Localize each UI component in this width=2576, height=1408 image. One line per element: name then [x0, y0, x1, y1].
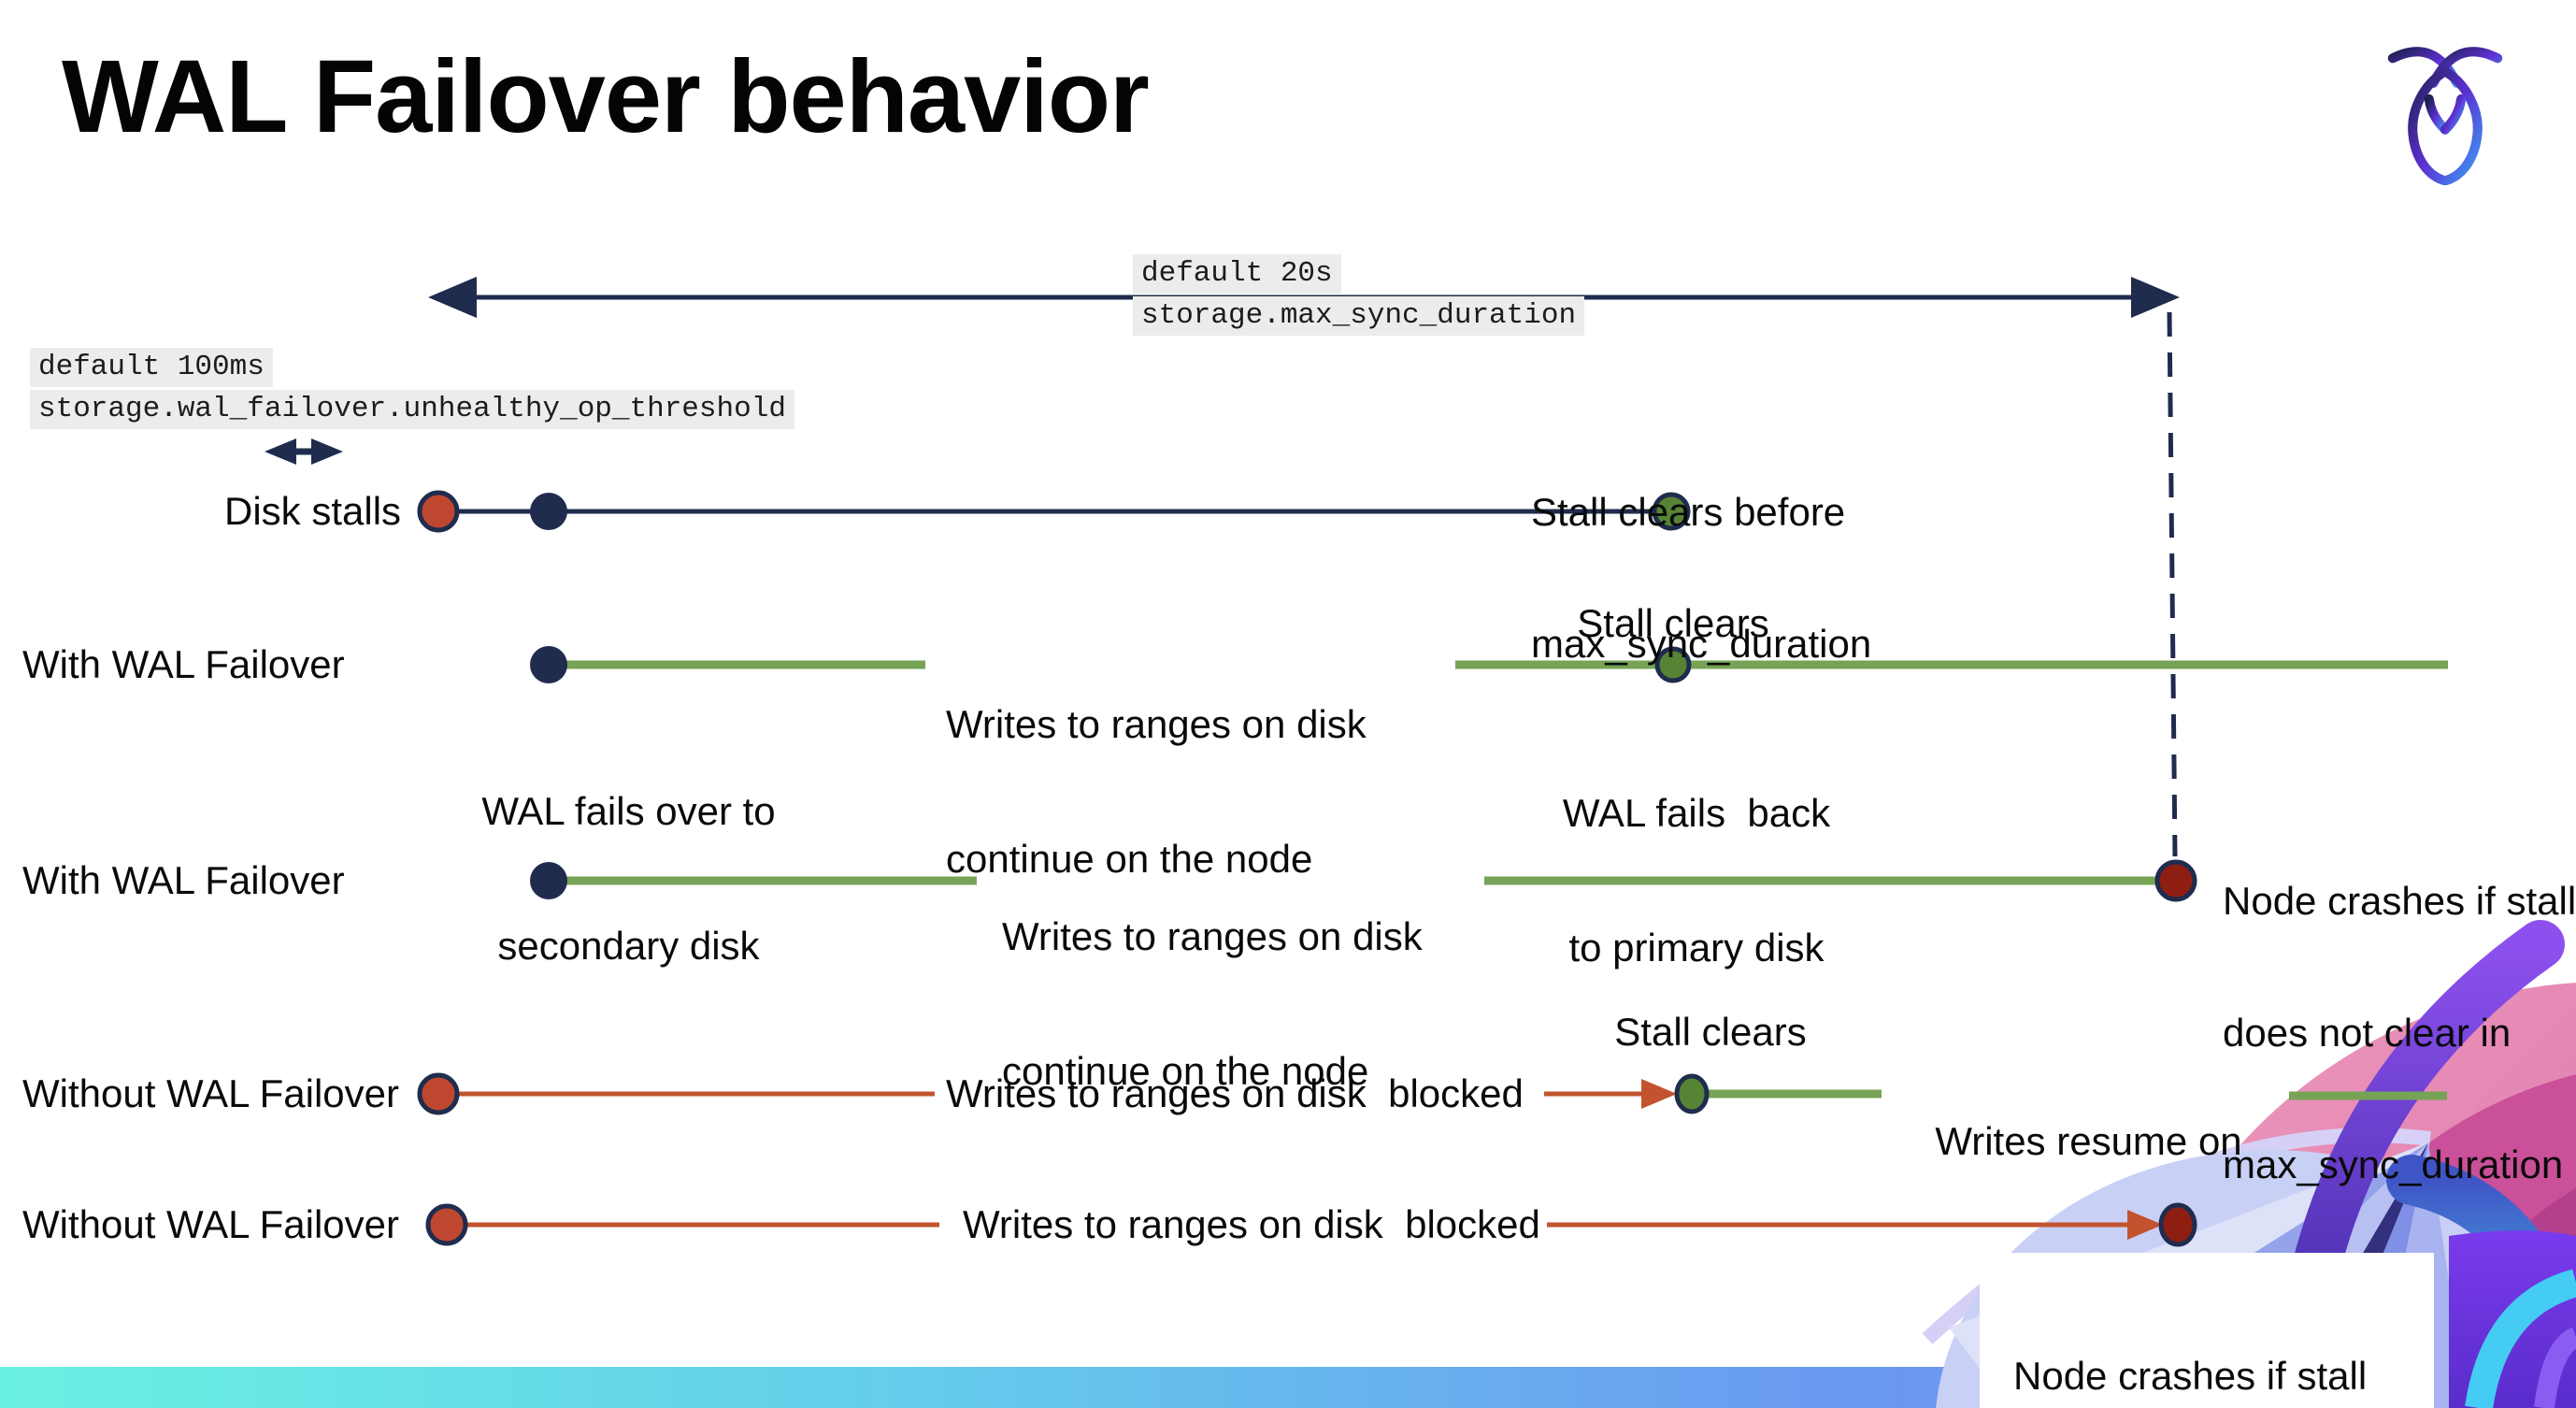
max-sync-duration-annotation: default 20s storage.max_sync_duration	[1133, 254, 1585, 338]
cockroachdb-logo-icon	[2387, 47, 2503, 185]
without2-writes-blocked-note: Writes to ranges on disk blocked	[963, 1202, 1540, 1246]
disk-stalls-timeline	[417, 490, 1691, 533]
op-threshold-setting-name: storage.wal_failover.unhealthy_op_thresh…	[30, 390, 794, 429]
stall-clears-before-note: Stall clears before max_sync_duration	[1531, 490, 1872, 666]
unhealthy-op-threshold-annotation: default 100ms storage.wal_failover.unhea…	[30, 348, 794, 432]
without1-stall-clears-note: Stall clears	[1614, 1010, 1807, 1054]
without1-writes-blocked-note: Writes to ranges on disk blocked	[946, 1071, 1524, 1115]
page-title: WAL Failover behavior	[62, 39, 1150, 154]
max-sync-default-label: default 20s	[1133, 254, 1341, 294]
wal1-failover-note: WAL fails over to secondary disk	[481, 789, 776, 968]
unhealthy-op-threshold-arrow	[265, 438, 343, 465]
row-label-without-wal-1: Without WAL Failover	[22, 1071, 399, 1115]
without-wal-failover-2-timeline	[425, 1202, 2197, 1247]
with-wal-failover-2-timeline	[530, 859, 2197, 902]
wal1-stall-clears-note: Stall clears	[1577, 601, 1769, 645]
max-sync-dashed-line	[2167, 311, 2178, 857]
with-wal-failover-1-timeline	[530, 646, 2448, 683]
wal2-writes-continue-note: Writes to ranges on disk continue on the…	[1002, 914, 1423, 1093]
op-threshold-default-label: default 100ms	[30, 348, 273, 387]
wal1-writes-continue-note: Writes to ranges on disk continue on the…	[946, 702, 1367, 881]
row-label-with-wal-1: With WAL Failover	[22, 642, 345, 686]
wal2-node-crash-note: Node crashes if stall does not clear in …	[2223, 879, 2576, 1186]
without-wal-failover-1-timeline	[417, 1072, 2447, 1115]
without2-node-crash-callout: Node crashes if stall does not clear in …	[1980, 1253, 2434, 1408]
max-sync-setting-name: storage.max_sync_duration	[1133, 296, 1585, 336]
row-label-without-wal-2: Without WAL Failover	[22, 1202, 399, 1246]
wal1-failback-note: WAL fails back to primary disk	[1562, 791, 1831, 970]
row-label-with-wal-2: With WAL Failover	[22, 858, 345, 902]
row-label-disk-stalls: Disk stalls	[224, 489, 402, 533]
